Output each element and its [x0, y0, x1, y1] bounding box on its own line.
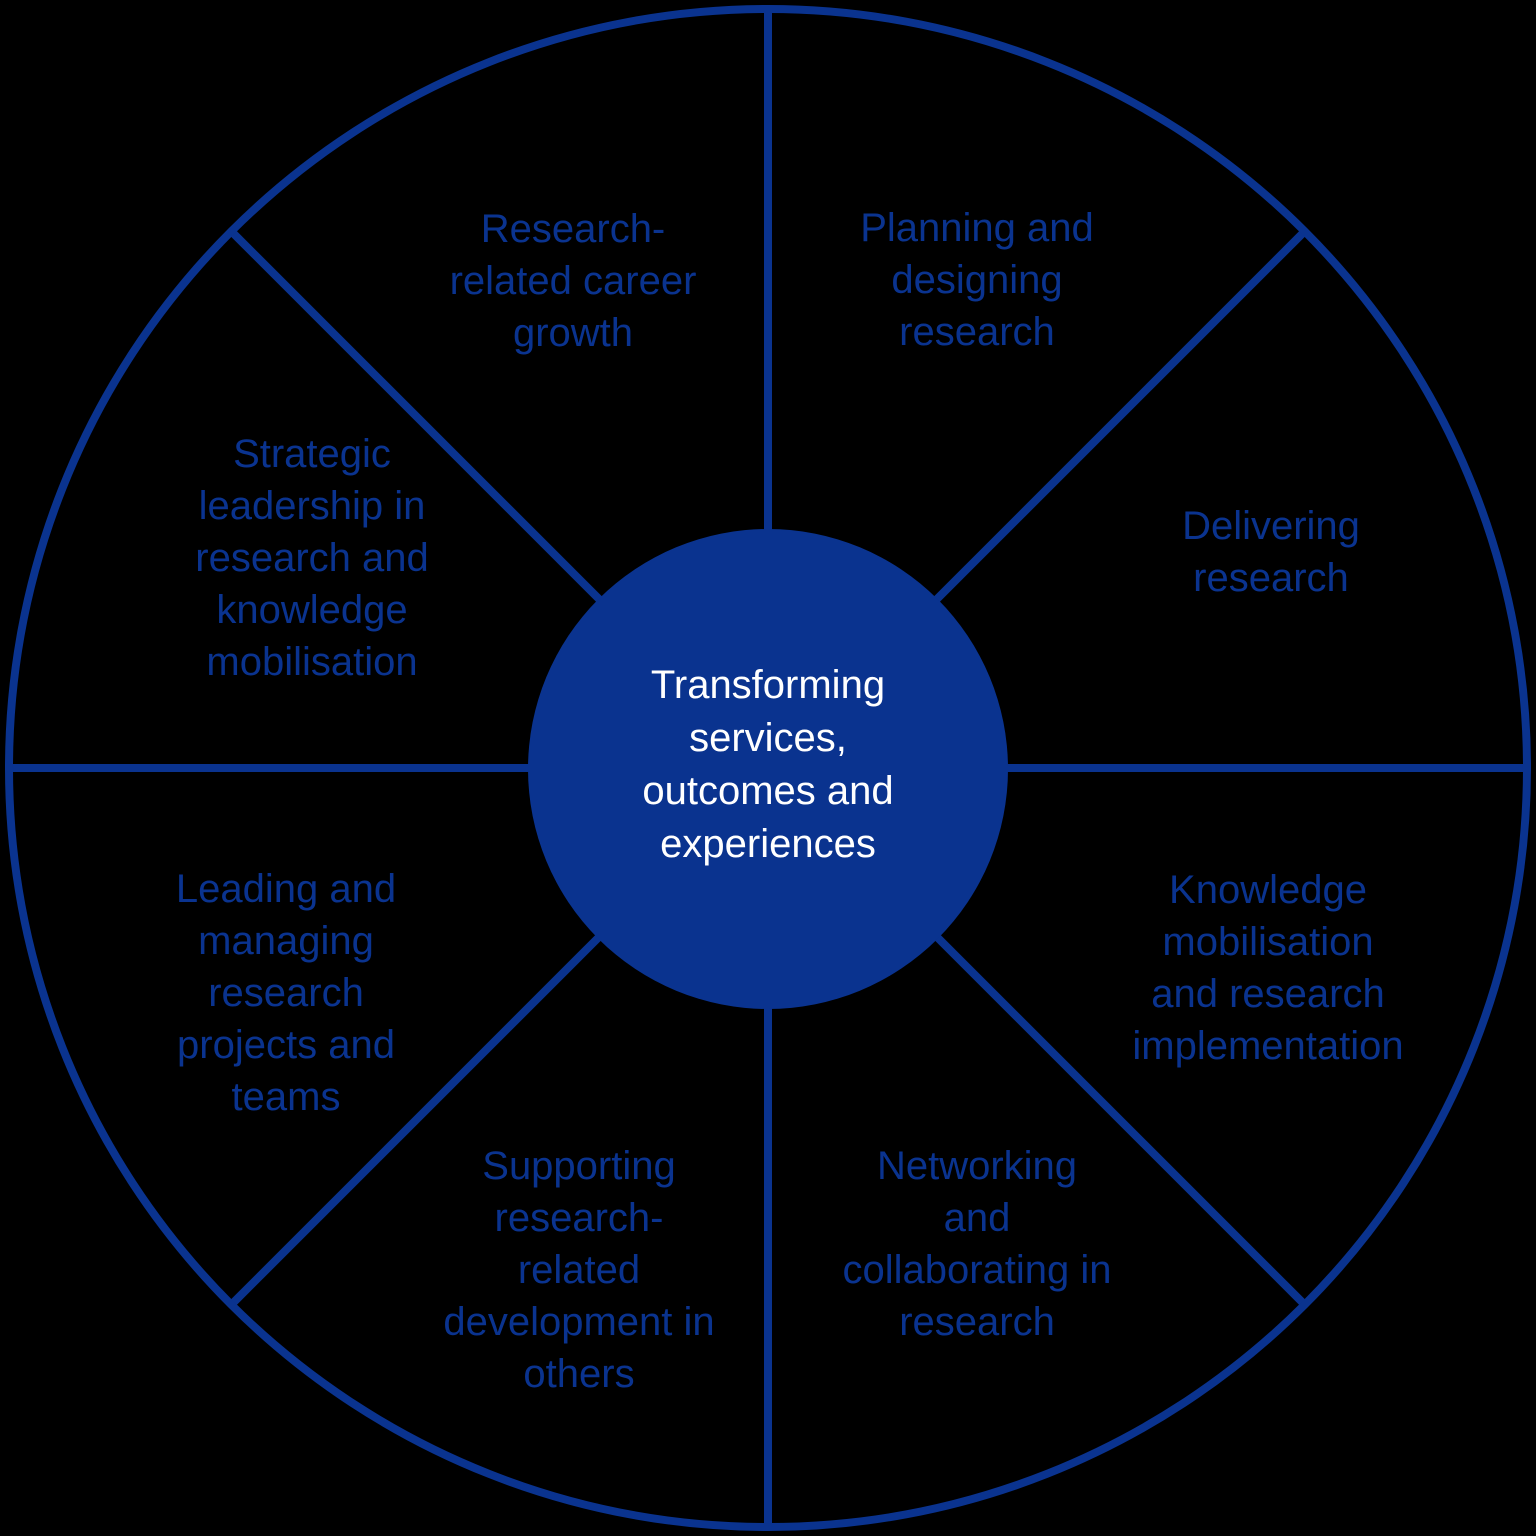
- segment-label-knowledge-mobilisation-and-research-implementation: Knowledge mobilisation and research impl…: [1132, 868, 1404, 1068]
- center-circle: [528, 529, 1008, 1009]
- segment-label-planning-and-designing-research: Planning and designing research: [860, 206, 1094, 354]
- center-circle-label: Transforming services, outcomes and expe…: [642, 663, 894, 866]
- outer-circle: [5, 5, 1531, 1531]
- segment-label-strategic-leadership-in-research-and-knowledge-mobilisation: Strategic leadership in research and kno…: [195, 432, 429, 684]
- segment-label-delivering-research: Delivering research: [1182, 504, 1360, 600]
- segment-label-research-related-career-growth: Research- related career growth: [449, 207, 697, 355]
- segment-label-networking-and-collaborating-in-research: Networking and collaborating in research: [842, 1144, 1112, 1344]
- segment-label-supporting-research-related-development-in-others: Supporting research- related development…: [443, 1144, 715, 1396]
- segment-label-leading-and-managing-research-projects-and-teams: Leading and managing research projects a…: [175, 867, 397, 1119]
